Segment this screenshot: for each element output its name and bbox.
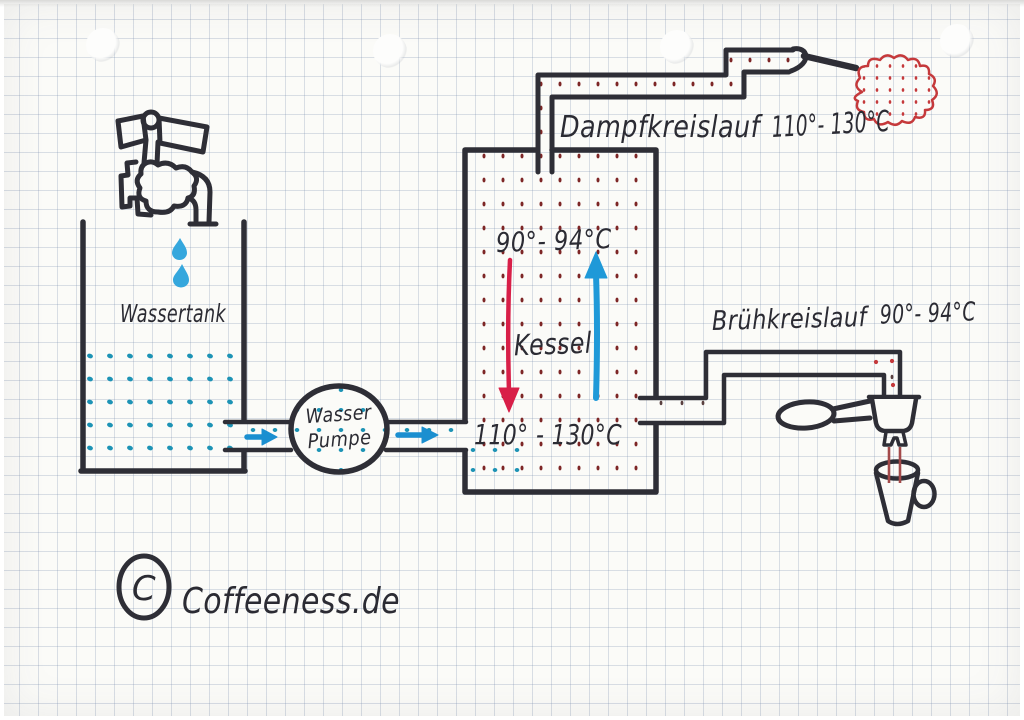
boiler-water-temp: 90°- 94°C — [495, 224, 612, 259]
boiler-steam-dots — [468, 153, 652, 491]
pipe-pump-to-boiler — [383, 419, 469, 453]
cup-rim — [873, 459, 921, 481]
pipe-tank-to-pump — [222, 419, 294, 453]
brew-pipe-inner — [637, 372, 887, 426]
tank-water-dots — [86, 350, 238, 468]
brew-circuit-label: Brühkreislauf — [712, 302, 870, 337]
steam-circuit-label: Dampfkreislauf — [560, 110, 763, 145]
flow-arrow-tank — [244, 428, 278, 446]
water-pump — [288, 383, 390, 475]
faucet-body — [134, 159, 200, 215]
pump-label-line2: Pumpe — [307, 425, 373, 453]
steam-up-arrow — [584, 251, 608, 401]
faucet-icon — [115, 109, 219, 227]
steam-circuit-temp: 110°- 130°C — [771, 104, 891, 144]
boiler-label: Kessel — [513, 326, 592, 363]
portafilter — [775, 394, 922, 447]
hot-water-down-arrow — [498, 257, 520, 413]
up-arrow-shaft — [593, 271, 600, 401]
pump-outline — [288, 383, 390, 475]
boiler-steam-temp: 110° - 130°C — [474, 418, 622, 451]
brew-pipe-dots — [657, 354, 898, 421]
faucet-handle-left — [115, 113, 149, 150]
down-arrow-head — [498, 387, 520, 413]
watermark-site: Coffeeness.de — [182, 581, 400, 622]
portafilter-handle — [775, 399, 837, 431]
up-arrow-head — [584, 251, 608, 279]
coffee-streams — [887, 447, 902, 483]
copyright-circle — [116, 553, 172, 621]
faucet-stem — [141, 137, 161, 167]
copyright-symbol: C — [132, 569, 156, 609]
portafilter-handle-neck — [830, 398, 873, 424]
brew-circuit-temp: 90°- 94°C — [879, 297, 976, 330]
faucet-spout — [185, 169, 219, 227]
portafilter-spouts — [882, 430, 908, 447]
punch-hole — [940, 24, 974, 58]
flow-arrow-head — [421, 426, 439, 444]
water-tank-outline — [78, 219, 248, 474]
boiler-outline — [462, 147, 659, 495]
water-drop-icon — [172, 238, 187, 261]
flow-arrow-head — [261, 428, 278, 446]
punch-hole — [86, 28, 120, 62]
steam-pipe-dots — [540, 52, 791, 150]
paper-top-edge — [0, 0, 1024, 7]
water-tank-label: Wassertank — [120, 299, 227, 328]
faucet-handle-right — [156, 115, 210, 155]
steam-cloud-icon — [853, 54, 938, 126]
punch-hole — [660, 30, 694, 64]
down-arrow-shaft — [505, 257, 513, 395]
pump-label-line1: Wasser — [305, 400, 374, 429]
steam-pipe-inner — [549, 69, 792, 175]
fill-layer — [86, 52, 898, 491]
espresso-cup — [873, 459, 937, 527]
water-drops — [172, 238, 189, 288]
cup-body — [873, 470, 921, 527]
brew-pipe-outer — [637, 349, 903, 401]
brew-pipe-red-dot — [873, 359, 879, 365]
ink-layer — [78, 46, 937, 621]
steam-pipe-outer — [535, 47, 796, 175]
brew-pipe-red-dot — [890, 382, 896, 388]
faucet-bracket — [118, 159, 154, 218]
portafilter-basket — [869, 396, 919, 434]
steam-wand — [800, 52, 860, 72]
water-drop-icon — [173, 264, 189, 288]
punch-hole — [373, 34, 407, 68]
brew-pipe-red-dot — [889, 358, 895, 364]
flow-arrow-pump — [395, 426, 439, 444]
